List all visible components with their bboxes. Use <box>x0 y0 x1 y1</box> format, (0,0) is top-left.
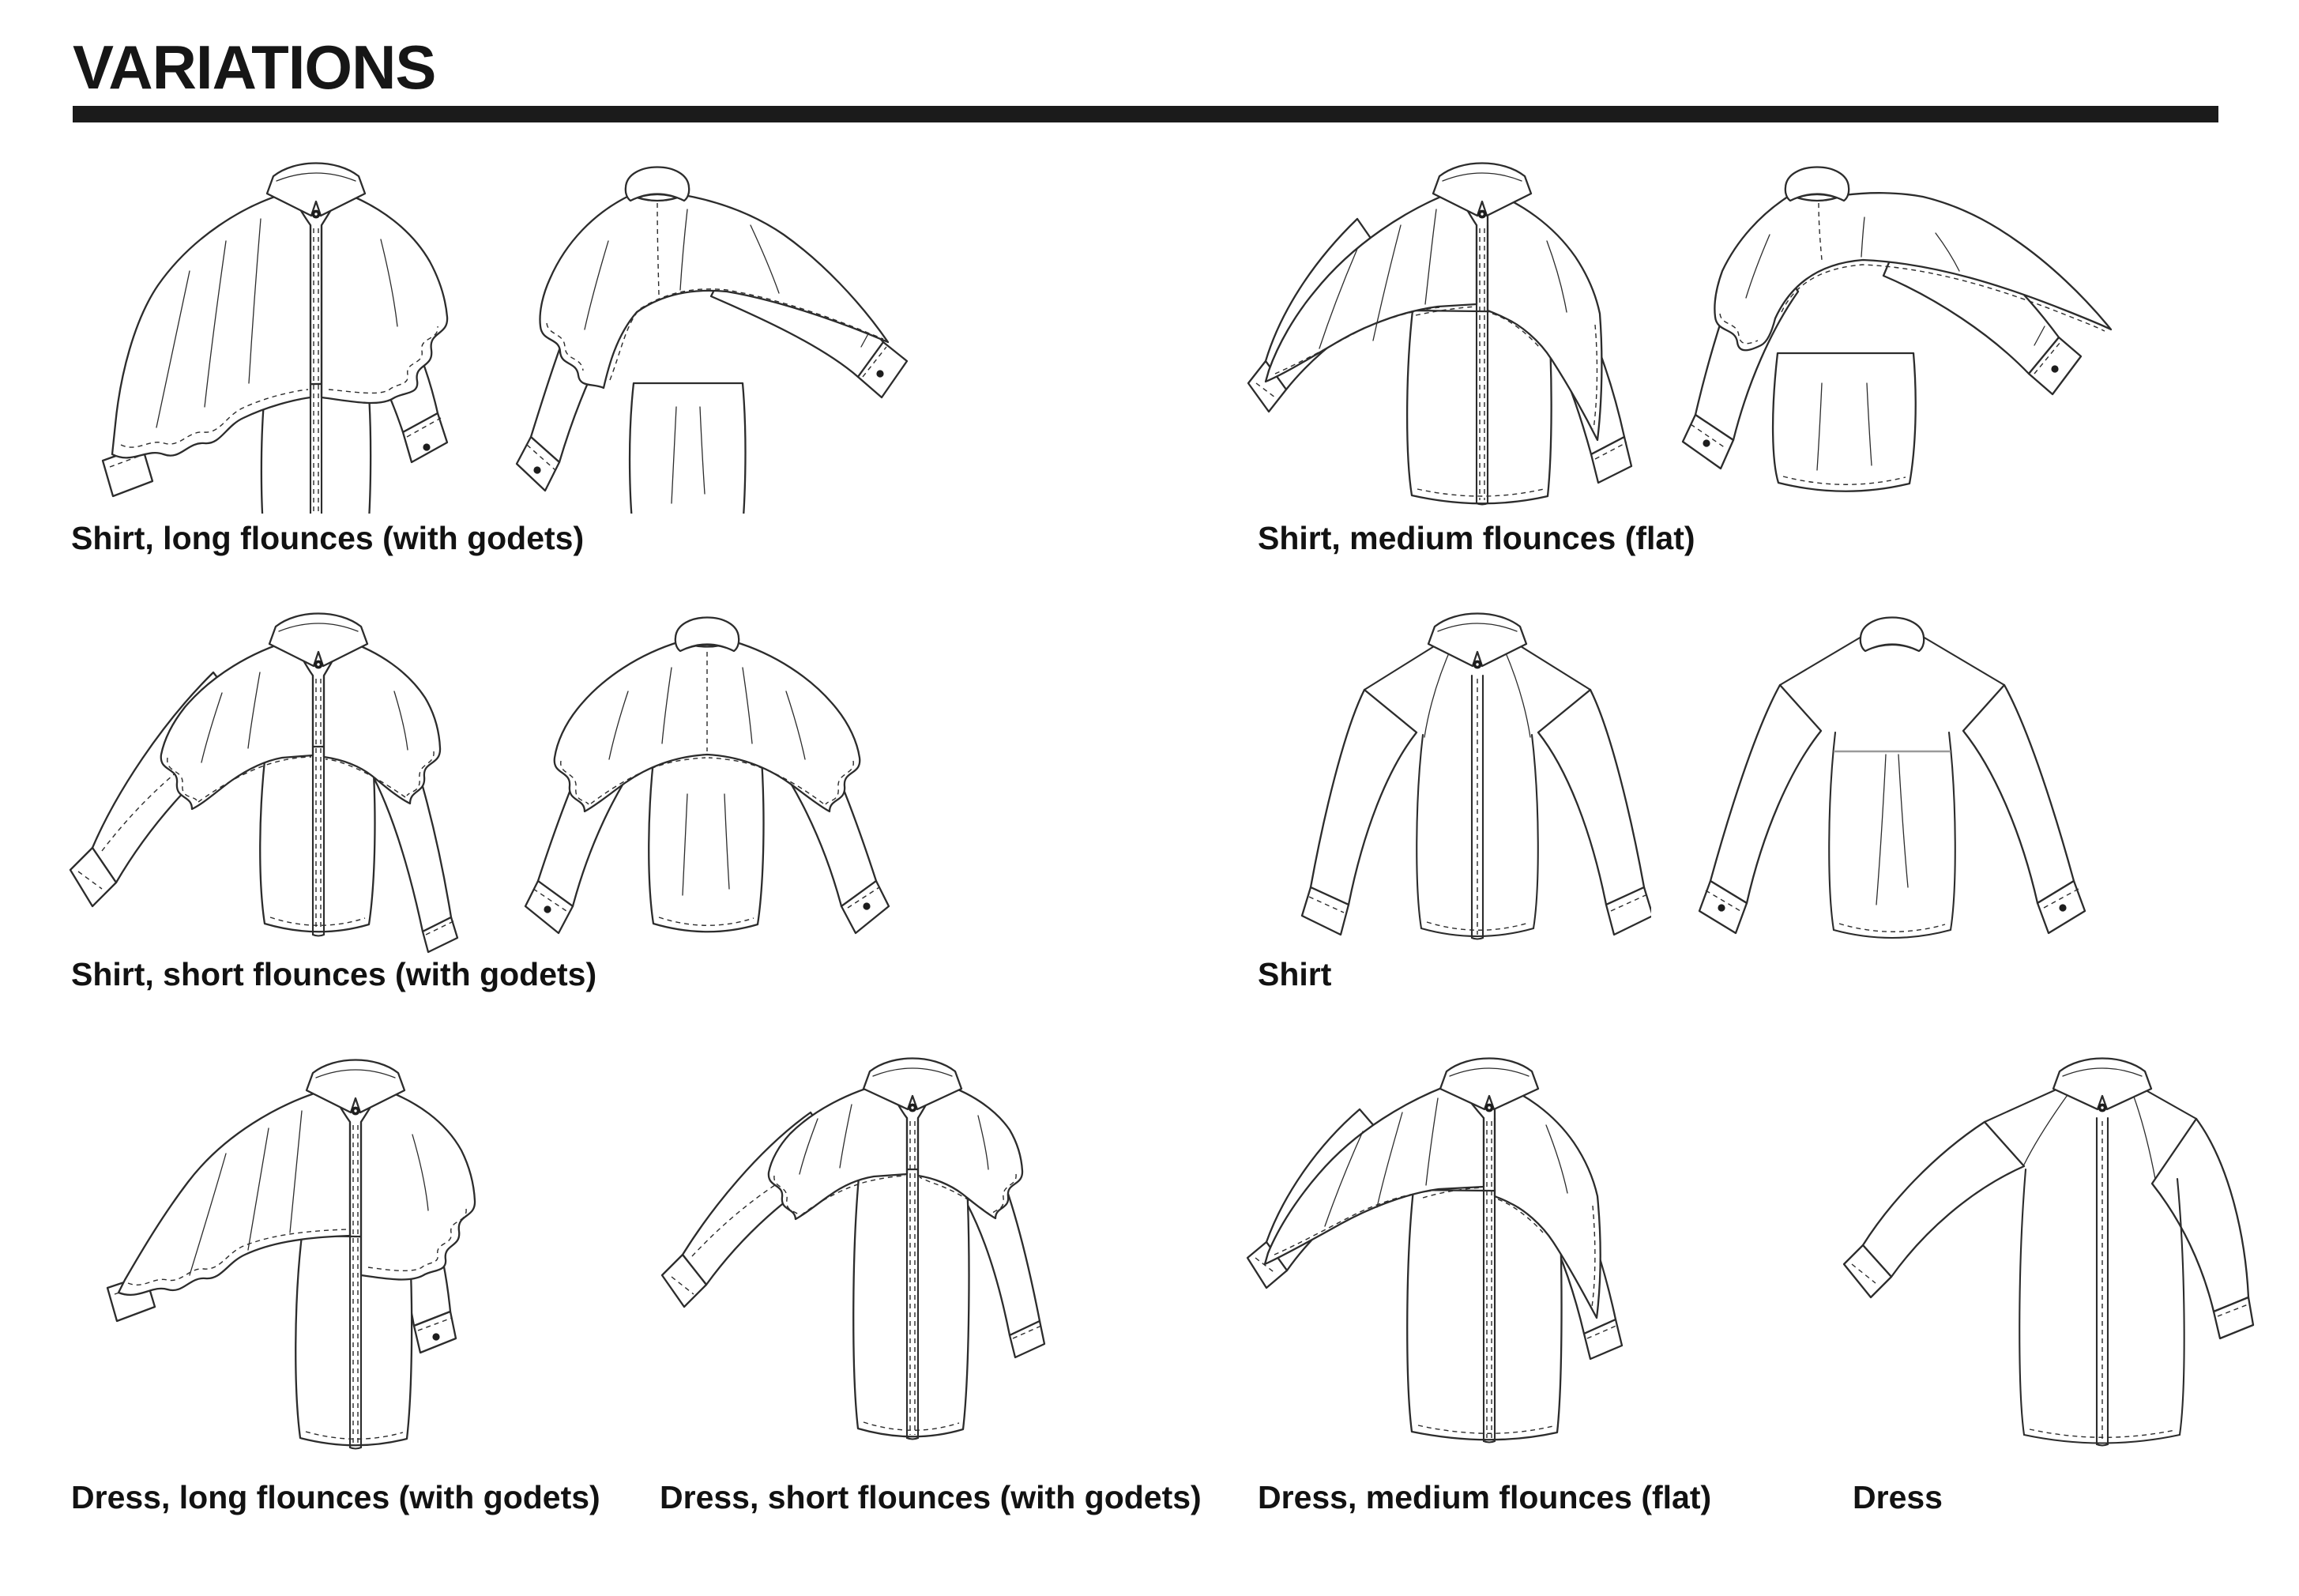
left-flounce <box>1264 189 1478 383</box>
collar <box>1859 616 1925 653</box>
figure-dress-medium-flounces-front <box>1244 1043 1639 1474</box>
figure-shirt-long-flounces-back <box>490 146 932 567</box>
figure-dress-front <box>1825 1043 2256 1474</box>
collar <box>674 616 740 653</box>
right-flounce <box>320 190 449 405</box>
placket <box>311 674 325 937</box>
back-flounce <box>553 640 861 813</box>
body <box>648 745 765 933</box>
collar <box>624 166 690 202</box>
collar <box>1784 166 1850 202</box>
collar <box>305 1059 406 1116</box>
back-flounce <box>1714 192 2113 352</box>
body <box>1771 352 1917 492</box>
garment-label: Dress, medium flounces (flat) <box>1258 1479 1712 1515</box>
left-flounce <box>1263 1081 1485 1266</box>
flat-drawing-dress-short-flounces-front <box>660 1057 1046 1440</box>
flat-drawing-dress-medium-flounces-front <box>1246 1057 1624 1444</box>
center-back-seam <box>657 202 660 295</box>
garment-label: Shirt <box>1258 956 1332 992</box>
figure-dress-short-flounces-front <box>656 1043 1059 1474</box>
flat-drawing-shirt-medium-flounces-back <box>1681 166 2113 492</box>
garment-label: Shirt, long flounces (with godets) <box>71 520 585 556</box>
body <box>1778 633 2006 939</box>
collar <box>1439 1057 1540 1112</box>
garment-label: Shirt, medium flounces (flat) <box>1258 520 1695 556</box>
flat-drawing-dress-front <box>1842 1057 2255 1447</box>
garment-label: Shirt, short flounces (with godets) <box>71 956 597 992</box>
left-sleeve <box>1300 688 1418 936</box>
placket <box>2095 1116 2109 1447</box>
body <box>628 382 747 567</box>
body <box>1983 1079 2198 1444</box>
left-flounce <box>160 638 314 811</box>
right-sleeve <box>1537 688 1654 936</box>
placket <box>1482 1116 1496 1444</box>
collar <box>1427 612 1528 669</box>
right-flounce <box>322 638 442 805</box>
placket <box>1475 224 1489 506</box>
right-sleeve <box>1962 683 2086 935</box>
figure-dress-long-flounces-front <box>71 1043 482 1474</box>
flat-drawing-shirt-medium-flounces-front <box>1247 162 1633 506</box>
garment-label: Dress <box>1853 1479 1943 1515</box>
flat-drawing-shirt-back <box>1698 616 2086 939</box>
body <box>259 745 376 933</box>
page-title: VARIATIONS <box>73 32 436 102</box>
flat-drawing-dress-long-flounces-front <box>106 1059 476 1450</box>
left-sleeve <box>1842 1120 2026 1299</box>
body <box>295 1234 413 1447</box>
flat-drawing-shirt-long-flounces-back <box>515 166 909 567</box>
placket <box>348 1120 363 1450</box>
left-flounce <box>767 1081 909 1221</box>
collar <box>862 1057 963 1112</box>
figure-shirt-medium-flounces-front <box>1239 146 1654 514</box>
collar <box>265 162 367 219</box>
collar <box>1432 162 1533 219</box>
body <box>852 1168 970 1438</box>
flat-drawing-shirt-short-flounces-back <box>524 616 890 935</box>
flat-drawing-shirt-long-flounces-front <box>101 162 449 569</box>
garment-label: Dress, short flounces (with godets) <box>660 1479 1202 1515</box>
figure-shirt-short-flounces-back <box>510 597 928 956</box>
garment-label: Dress, long flounces (with godets) <box>71 1479 600 1515</box>
title-rule <box>73 106 2218 122</box>
center-back-seam <box>1818 202 1823 261</box>
right-flounce <box>1422 1081 1601 1319</box>
collar <box>268 612 369 669</box>
figure-shirt-front <box>1248 597 1654 956</box>
figure-shirt-medium-flounces-back <box>1675 146 2244 514</box>
placket <box>1470 674 1484 940</box>
right-flounce <box>916 1081 1024 1220</box>
left-sleeve <box>1698 683 1823 935</box>
back-flounce <box>539 194 890 390</box>
figure-shirt-long-flounces-front <box>71 146 478 569</box>
collar <box>2052 1057 2153 1112</box>
left-flounce <box>117 1087 352 1296</box>
placket <box>905 1116 920 1440</box>
flat-drawing-shirt-short-flounces-front <box>69 612 459 954</box>
figure-shirt-back <box>1679 597 2137 956</box>
right-flounce <box>1415 189 1603 442</box>
right-sleeve <box>2150 1117 2255 1340</box>
figure-shirt-short-flounces-front <box>67 597 506 956</box>
left-flounce <box>111 190 312 459</box>
flat-drawing-shirt-front <box>1300 612 1654 940</box>
right-flounce <box>359 1087 476 1281</box>
